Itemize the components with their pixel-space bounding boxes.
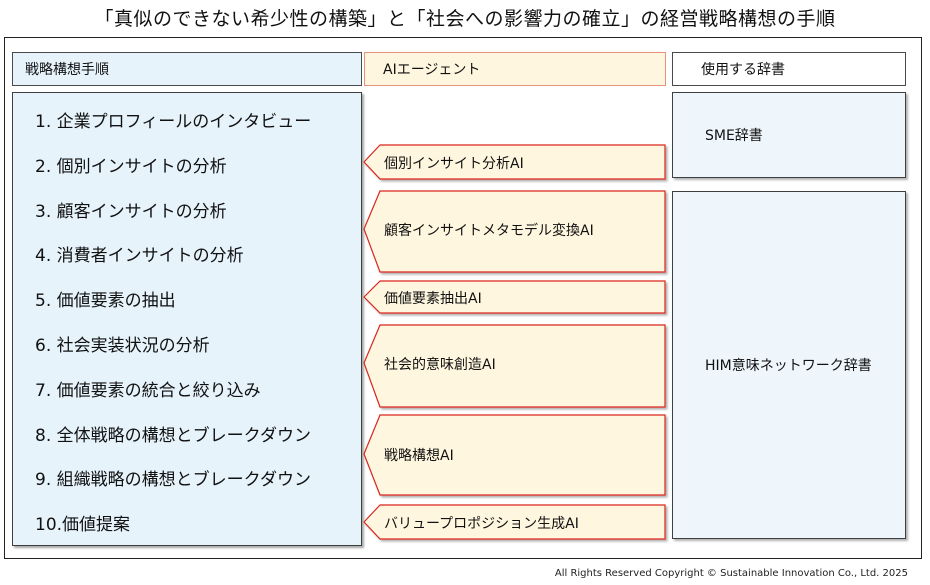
page-title: 「真似のできない希少性の構築」と「社会への影響力の確立」の経営戦略構想の手順: [94, 8, 836, 30]
agent-arrow-1: [363, 144, 666, 180]
step-item: 8. 全体戦略の構想とブレークダウン: [35, 426, 311, 446]
steps-panel: 1. 企業プロフィールのインタビュー 2. 個別インサイトの分析 3. 顧客イン…: [12, 92, 362, 546]
agent-arrow-4: [363, 324, 666, 408]
agent-arrow-2: [363, 190, 666, 273]
agent-arrow-6: [363, 504, 666, 540]
dictionary-sme: SME辞書: [672, 92, 906, 178]
step-item: 3. 顧客インサイトの分析: [35, 202, 227, 222]
step-item: 7. 価値要素の統合と絞り込み: [35, 381, 261, 401]
agent-label: 戦略構想AI: [384, 448, 454, 464]
step-item: 6. 社会実装状況の分析: [35, 336, 210, 356]
header-agents: AIエージェント: [364, 52, 666, 86]
step-item: 4. 消費者インサイトの分析: [35, 246, 244, 266]
step-item: 5. 価値要素の抽出: [35, 291, 176, 311]
header-dictionaries: 使用する辞書: [672, 52, 906, 86]
copyright-notice: All Rights Reserved Copyright © Sustaina…: [554, 568, 908, 579]
agent-label: 社会的意味創造AI: [384, 357, 496, 373]
agent-label: バリュープロポジション生成AI: [384, 516, 579, 532]
agent-arrow-3: [363, 280, 666, 314]
step-item: 10.価値提案: [35, 515, 131, 535]
step-item: 2. 個別インサイトの分析: [35, 157, 227, 177]
agent-label: 価値要素抽出AI: [384, 291, 482, 307]
agent-label: 顧客インサイトメタモデル変換AI: [384, 223, 594, 239]
agent-label: 個別インサイト分析AI: [384, 156, 524, 172]
header-steps: 戦略構想手順: [12, 52, 362, 86]
agent-arrow-5: [363, 414, 666, 496]
step-item: 1. 企業プロフィールのインタビュー: [35, 112, 312, 132]
dictionary-him: HIM意味ネットワーク辞書: [672, 191, 906, 539]
step-item: 9. 組織戦略の構想とブレークダウン: [35, 470, 311, 490]
